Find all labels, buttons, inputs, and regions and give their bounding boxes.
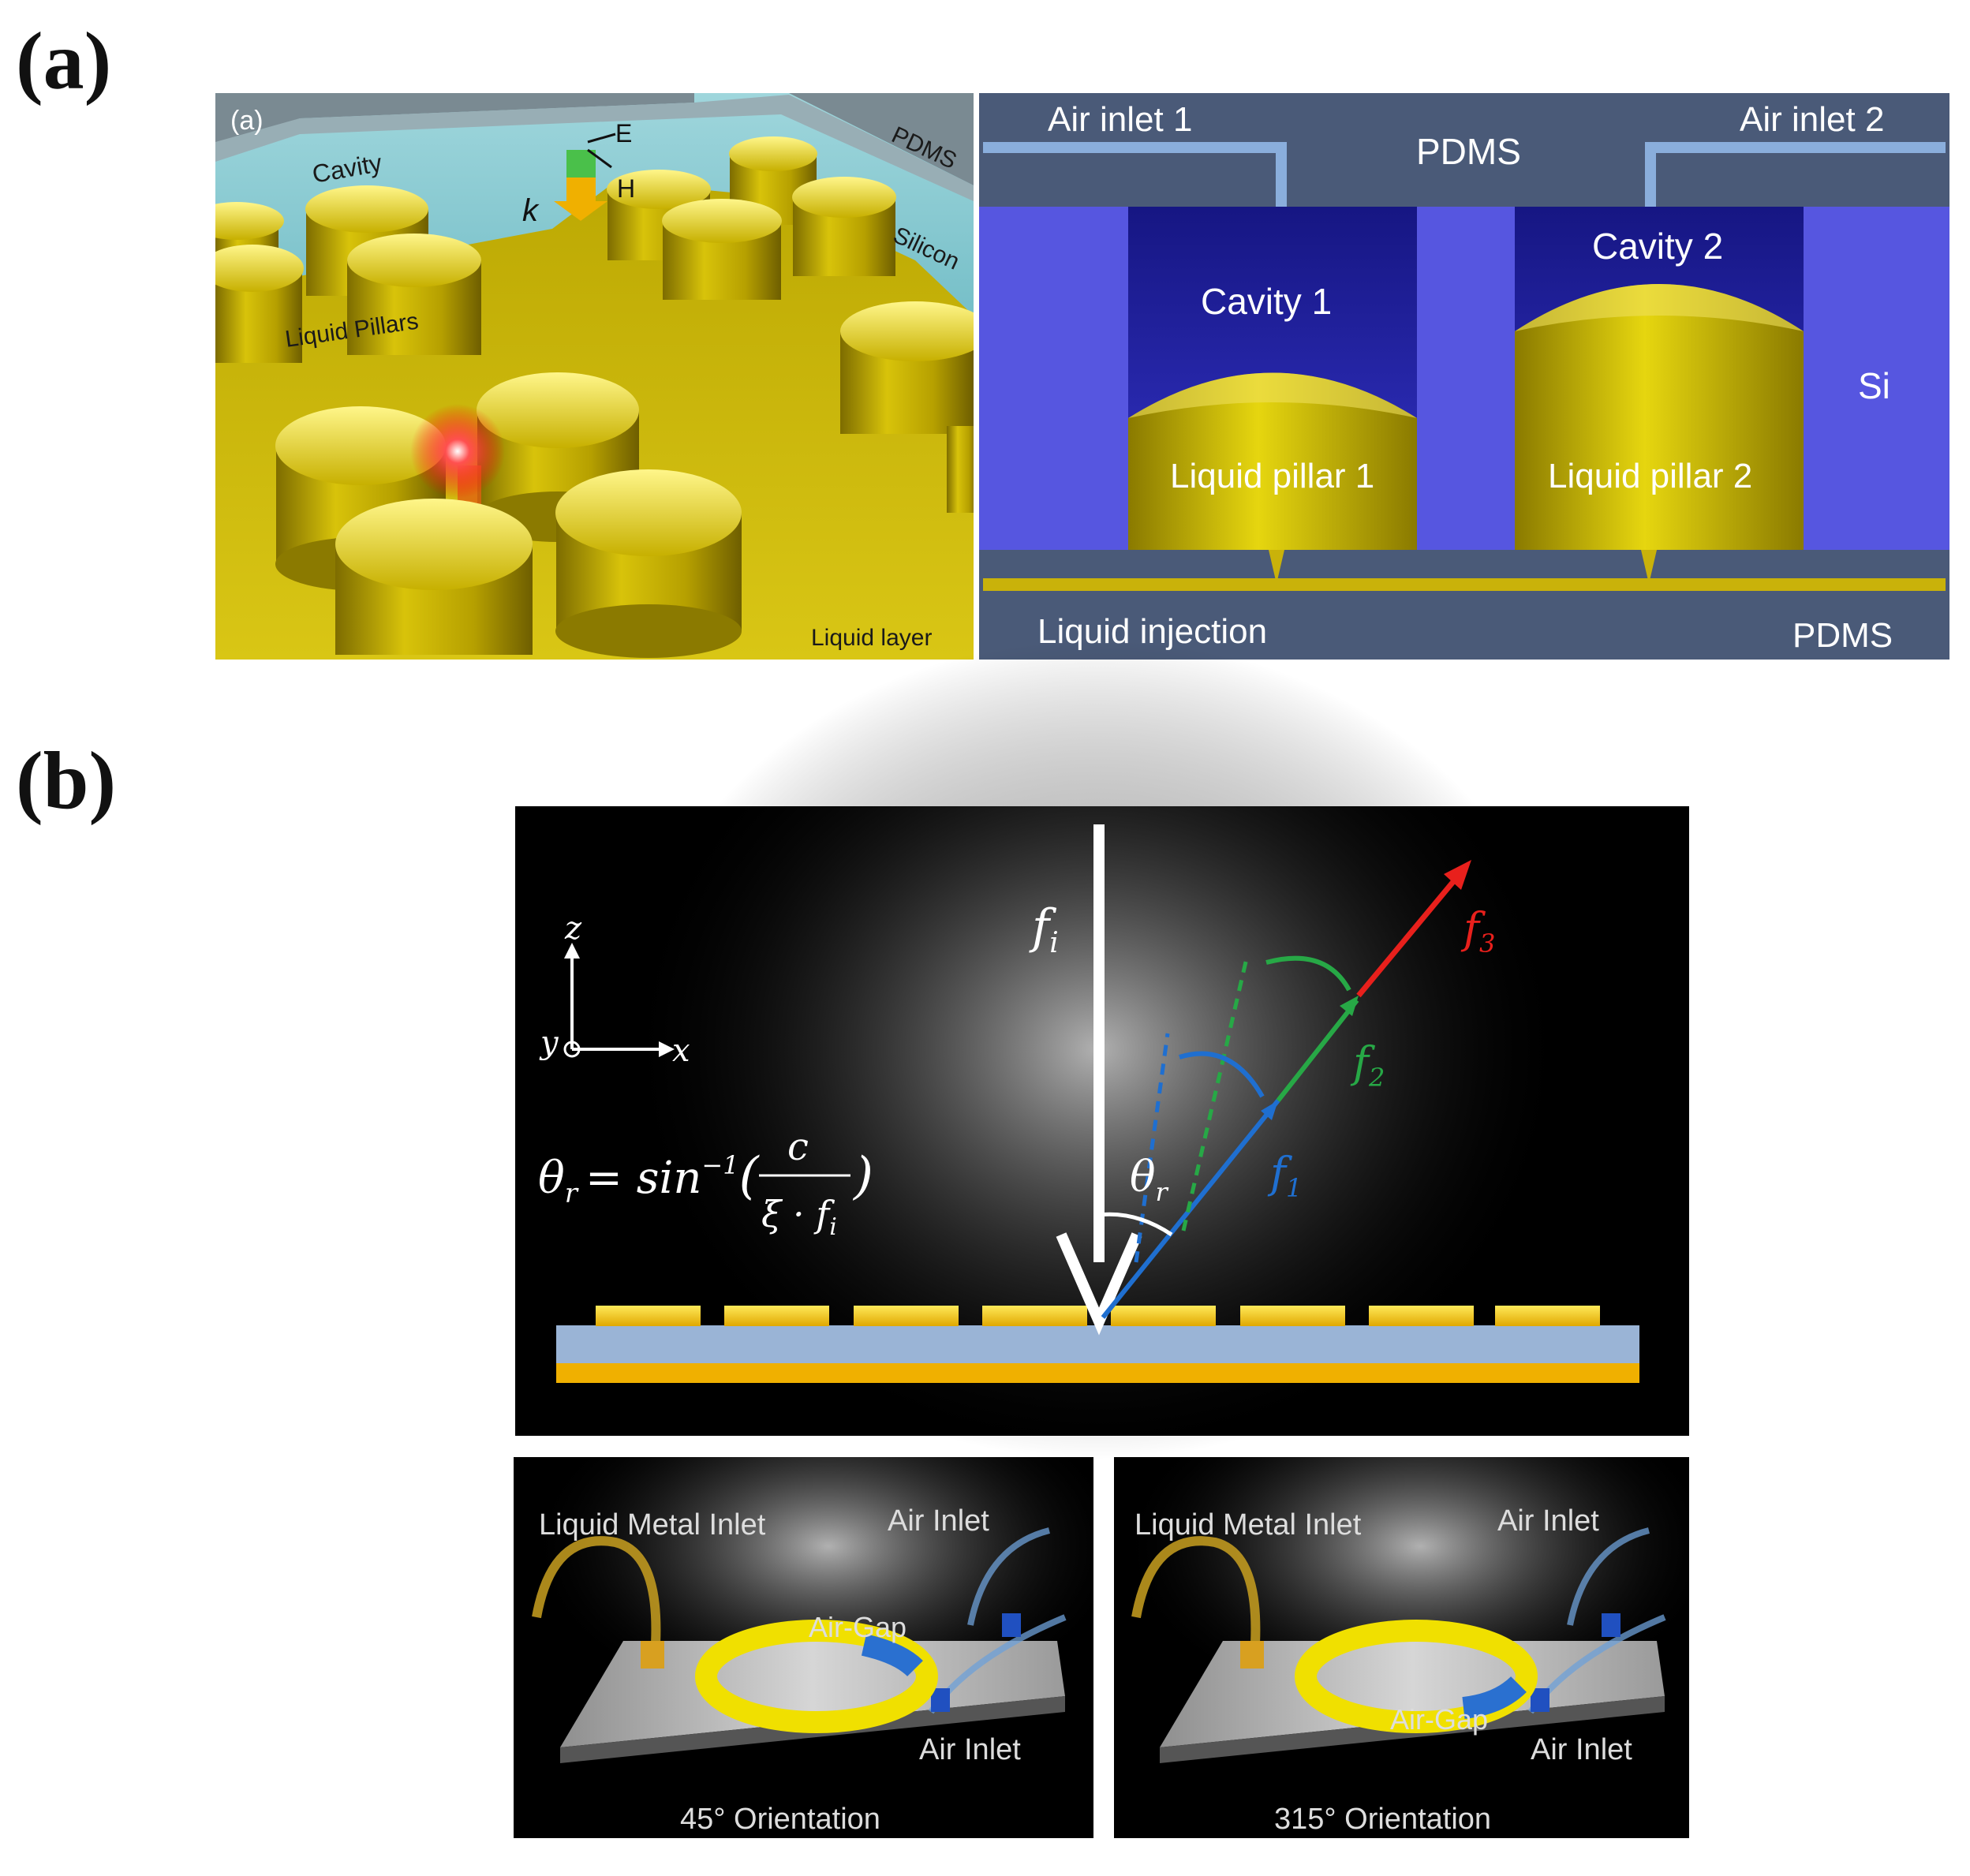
formula-numerator: c bbox=[787, 1125, 809, 1169]
air-inlet-bottom-label: Air Inlet bbox=[1531, 1733, 1632, 1766]
panel-a-left-view: (a) Cavity PDMS Silicon Liquid Pillars L… bbox=[215, 93, 974, 660]
air-inlet-bottom-label: Air Inlet bbox=[919, 1733, 1021, 1766]
substrate-plate bbox=[560, 1641, 1065, 1747]
split-ring bbox=[695, 1620, 938, 1733]
liquid-metal-port bbox=[641, 1641, 664, 1669]
cavity-2-label: Cavity 2 bbox=[1592, 226, 1723, 267]
orientation-315-label: 315° Orientation bbox=[1274, 1803, 1491, 1836]
air-port-top bbox=[1002, 1613, 1021, 1637]
pdms-slab bbox=[215, 93, 974, 185]
field-h-label: H bbox=[617, 174, 635, 203]
device-315-view: Liquid Metal Inlet Air Inlet Air-Gap Air… bbox=[1114, 1457, 1689, 1838]
air-port-top bbox=[1602, 1613, 1620, 1637]
axis-x-label: x bbox=[672, 1033, 690, 1069]
air-gap-segment bbox=[861, 1634, 923, 1677]
f3-label: f3 bbox=[1460, 903, 1495, 959]
air-inlet-top-label: Air Inlet bbox=[1497, 1504, 1599, 1538]
air-port-bottom bbox=[931, 1688, 950, 1712]
air-inlet-2-label: Air inlet 2 bbox=[1740, 100, 1884, 139]
liquid-channel bbox=[983, 578, 1946, 591]
svg-text:θr= sin−1(: θr= sin−1( bbox=[538, 1147, 761, 1209]
liquid-pillar-2 bbox=[1515, 284, 1804, 550]
panel-a-right-view: Air inlet 1 Air inlet 2 PDMS Cavity 1 Ca… bbox=[979, 93, 1949, 660]
inset-label: (a) bbox=[230, 106, 264, 136]
theta-arc bbox=[1098, 1212, 1173, 1237]
liquid-layer-label: Liquid layer bbox=[811, 625, 932, 651]
liquid-pillar-1-label: Liquid pillar 1 bbox=[1170, 457, 1374, 495]
si-body bbox=[979, 207, 1949, 550]
panel-label-b: (b) bbox=[16, 735, 117, 826]
pdms-bottom-label: PDMS bbox=[1792, 616, 1893, 655]
air-gap-segment bbox=[1462, 1676, 1527, 1719]
air-gap-label: Air-Gap bbox=[809, 1611, 906, 1643]
f1-label: f1 bbox=[1267, 1148, 1302, 1203]
rotation-arrow-green bbox=[1265, 955, 1351, 992]
incident-beam-arrow bbox=[1056, 824, 1142, 1336]
liquid-metal-tube bbox=[1131, 1536, 1261, 1657]
panel-b-top: z y x fi f1 f2 f3 θr θr= sin−1( c ξ · fi… bbox=[515, 639, 1689, 1459]
beam-f1 bbox=[1101, 1099, 1280, 1319]
split-ring bbox=[1295, 1620, 1538, 1733]
liquid-metal-inlet-label: Liquid Metal Inlet bbox=[1135, 1508, 1362, 1542]
axis-y-label: y bbox=[539, 1025, 559, 1061]
orientation-45-label: 45° Orientation bbox=[680, 1803, 880, 1836]
air-inlet-1-label: Air inlet 1 bbox=[1048, 100, 1192, 139]
panel-label-a: (a) bbox=[16, 16, 112, 107]
field-e-label: E bbox=[615, 119, 632, 148]
metasurface-strips bbox=[596, 1306, 1600, 1326]
axis-z-label: z bbox=[564, 910, 582, 947]
formula-denominator: ξ · fi bbox=[761, 1193, 837, 1241]
rotation-arrow-blue bbox=[1179, 1051, 1265, 1098]
liquid-pillar-1 bbox=[1128, 372, 1417, 550]
liquid-metal-port bbox=[1240, 1641, 1264, 1669]
air-inlet-top-label: Air Inlet bbox=[888, 1504, 989, 1538]
si-label: Si bbox=[1858, 365, 1890, 406]
wave-k-label: k bbox=[522, 193, 540, 228]
beam-f2 bbox=[1276, 999, 1359, 1102]
reflection-formula: θr= sin−1( c ξ · fi ) bbox=[538, 1125, 873, 1241]
field-vector-icon bbox=[554, 133, 616, 221]
cavity-1-label: Cavity 1 bbox=[1201, 281, 1332, 322]
svg-text:): ) bbox=[852, 1147, 873, 1205]
air-channel-2 bbox=[1645, 142, 1946, 153]
liquid-pillar-2-label: Liquid pillar 2 bbox=[1548, 457, 1752, 495]
beam-f3 bbox=[1356, 872, 1462, 998]
pdms-top-label: PDMS bbox=[1416, 131, 1521, 172]
back-pillars bbox=[215, 136, 974, 513]
theta-label: θr bbox=[1130, 1152, 1169, 1207]
coordinate-axes-icon bbox=[563, 943, 675, 1058]
hotspot-glow bbox=[410, 404, 505, 499]
air-channel-1 bbox=[983, 142, 1287, 153]
device-45-view: Liquid Metal Inlet Air Inlet Air-Gap Air… bbox=[514, 1457, 1093, 1838]
air-gap-label: Air-Gap bbox=[1390, 1703, 1488, 1736]
air-port-bottom bbox=[1531, 1688, 1549, 1712]
liquid-metal-tube bbox=[532, 1536, 661, 1657]
front-pillars bbox=[275, 372, 742, 658]
ground-plane bbox=[556, 1362, 1639, 1383]
liquid-metal-inlet-label: Liquid Metal Inlet bbox=[539, 1508, 766, 1542]
